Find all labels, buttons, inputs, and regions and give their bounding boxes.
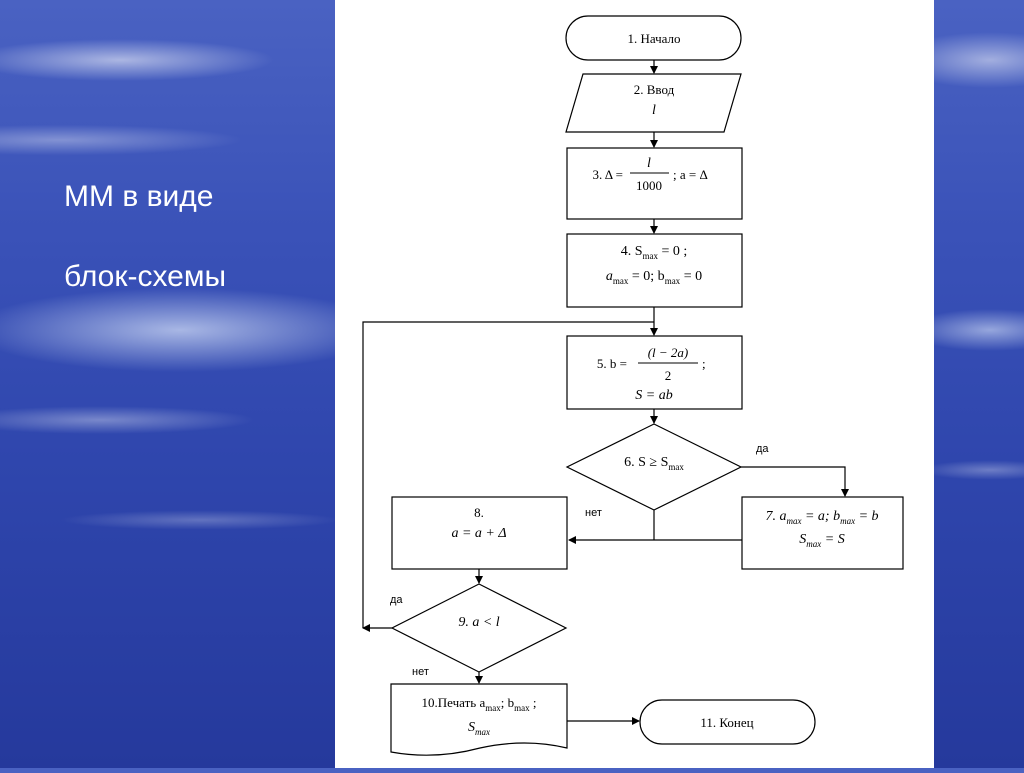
box3-numerator: l bbox=[647, 156, 651, 171]
box5-suffix: ; bbox=[702, 356, 706, 371]
box5-numerator: (l − 2a) bbox=[648, 345, 689, 360]
start-label: 1. Начало bbox=[627, 31, 680, 46]
decision9-no-label: нет bbox=[412, 666, 429, 678]
box8-line2: a = a + Δ bbox=[451, 526, 506, 541]
input-label: 2. Ввод bbox=[634, 82, 675, 97]
slide-title-line-2: блок-схемы bbox=[64, 260, 227, 293]
arrow-6-yes bbox=[741, 466, 849, 497]
box7-line1: 7. amax = a; bmax = b bbox=[765, 509, 878, 526]
box5-line2: S = ab bbox=[635, 388, 672, 403]
input-variable: l bbox=[652, 103, 656, 118]
decision9-label: 9. a < l bbox=[458, 615, 499, 630]
end-terminator bbox=[639, 699, 816, 745]
flowchart: 1. Начало 2. Ввод l 3. Δ = l 1000 ; a = … bbox=[362, 15, 904, 756]
box3-suffix: ; a = Δ bbox=[673, 167, 708, 182]
box5-denominator: 2 bbox=[665, 368, 672, 383]
end-label: 11. Конец bbox=[700, 715, 753, 730]
input-parallelogram bbox=[565, 73, 742, 133]
slide-title-line-1: ММ в виде bbox=[64, 180, 214, 213]
decision6-label: 6. S ≥ Smax bbox=[624, 455, 684, 472]
box3-denominator: 1000 bbox=[636, 178, 662, 193]
box5-prefix: 5. b = bbox=[597, 356, 627, 371]
document-box-10 bbox=[390, 683, 568, 756]
box10-line1: 10.Печать amax; bmax ; bbox=[422, 695, 537, 713]
flowchart-panel: 1. Начало 2. Ввод l 3. Δ = l 1000 ; a = … bbox=[335, 0, 934, 768]
loop-back-line bbox=[362, 321, 654, 628]
decision9-yes-label: да bbox=[390, 594, 403, 606]
box3-prefix: 3. Δ = bbox=[592, 167, 623, 182]
decision6-no-label: нет bbox=[585, 507, 602, 519]
process-box-7 bbox=[741, 496, 904, 570]
box7-line2: Smax = S bbox=[799, 532, 844, 549]
slide-title: ММ в виде блок-схемы bbox=[64, 176, 324, 298]
box4-line2: amax = 0; bmax = 0 bbox=[606, 269, 702, 286]
box10-line2: Smax bbox=[468, 720, 490, 737]
box4-line1: 4. Smax = 0 ; bbox=[621, 244, 688, 261]
decision6-yes-label: да bbox=[756, 443, 769, 455]
box8-line1: 8. bbox=[474, 505, 484, 520]
